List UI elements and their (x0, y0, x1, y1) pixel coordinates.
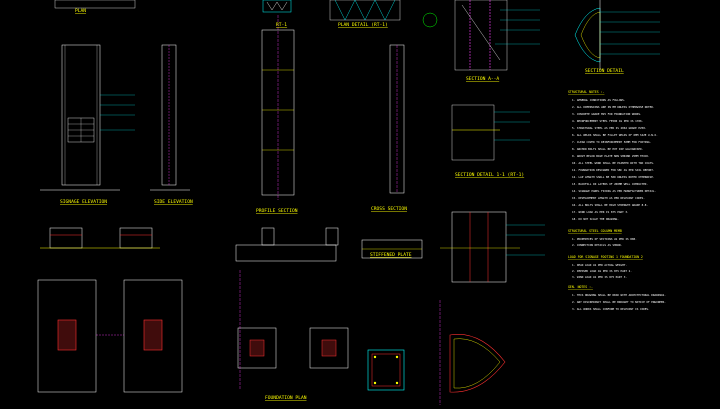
note-item: 6. ALL WELDS SHALL BE FILLET WELDS OF 6M… (572, 133, 658, 137)
side-elevation-title: SIDE ELEVATION (154, 199, 193, 205)
note-item: 4. REINFORCEMENT STEEL FE500 AS PER IS 1… (572, 119, 643, 123)
plan-top-view: PLAN (54, 0, 136, 14)
note-item: 17. WIND LOAD AS PER IS 875 PART 3. (572, 210, 629, 214)
note-item: 7. CLEAR COVER TO REINFORCEMENT 50MM FOR… (572, 140, 651, 144)
note-item: 8. ANCHOR BOLTS SHALL BE HOT DIP GALVANI… (572, 147, 643, 151)
section-aa-title: SECTION A--A (466, 76, 499, 82)
plan-detail-rt1: PLAN DETAIL (RT-1) (262, 0, 438, 28)
note-item: 1. THIS DRAWING SHALL BE READ WITH ARCHI… (572, 293, 666, 297)
section-aa-detail: SECTION A--A (454, 0, 540, 82)
rt1-label: RT-1 (276, 22, 287, 28)
foundation-plan: FOUNDATION PLAN (37, 270, 349, 401)
plan-detail-title: PLAN DETAIL (RT-1) (338, 22, 388, 28)
note-item: 15. DEVELOPMENT LENGTH AS PER RELEVANT C… (572, 196, 645, 200)
section-detail-1-1-title: SECTION DETAIL 1-1 (RT-1) (455, 172, 524, 178)
note-item: 10. ALL STEEL WORK SHALL BE PAINTED WITH… (572, 161, 655, 165)
structural-notes-heading: STRUCTURAL NOTES :- (568, 90, 605, 94)
profile-section: RT-1 PROFILE SECTION (256, 15, 298, 214)
section-detail-dome: SECTION DETAIL (574, 0, 660, 74)
load-notes-heading: LOAD FOR SIGNAGE FOOTING 1 FOUNDATION 2 (568, 255, 643, 259)
note-item: 14. SIGNAGE PANEL FIXING AS PER MANUFACT… (572, 189, 656, 193)
note-item: 12. LAP LENGTH SHALL BE 50D UNLESS NOTED… (572, 175, 655, 179)
steel-notes-heading: STRUCTURAL STEEL COLUMN MEMB (568, 229, 622, 233)
profile-section-title: PROFILE SECTION (256, 208, 298, 214)
side-elevation: SIDE ELEVATION (150, 44, 193, 205)
load-notes-list: 1. DEAD LOAD AS PER ACTUAL WEIGHT. 2. IMP… (572, 263, 632, 279)
dome-bottom-detail (439, 300, 506, 405)
stiffened-plate: STIFFENED PLATE (361, 239, 423, 259)
note-item: 2. ANY DISCREPANCY SHALL BE BROUGHT TO N… (572, 300, 666, 304)
note-item: 5. STRUCTURAL STEEL AS PER IS 2062 GRADE… (572, 126, 646, 130)
steel-notes-list: 1. PROPERTIES OF SECTIONS AS PER IS 808.… (572, 237, 637, 247)
note-item: 2. ALL DIMENSIONS ARE IN MM UNLESS OTHER… (572, 105, 655, 109)
note-item: 3. ALL WORKS SHALL CONFORM TO RELEVANT I… (572, 307, 650, 311)
note-item: 3. CONCRETE GRADE M25 FOR FOUNDATION WOR… (572, 112, 642, 116)
notes-panel: STRUCTURAL NOTES :- 1. GENERAL CONDITION… (568, 90, 666, 311)
note-item: 11. FOUNDATION DESIGNED FOR SBC AS PER S… (572, 168, 655, 172)
gen-notes-heading: GEN. NOTES :- (568, 285, 593, 289)
structural-notes-list: 1. GENERAL CONDITIONS AS FOLLOWS. 2. ALL … (572, 98, 658, 221)
section-detail-1-1: SECTION DETAIL 1-1 (RT-1) (451, 104, 530, 178)
signage-elevation-title: SIGNAGE ELEVATION (60, 199, 107, 205)
note-item: 1. GENERAL CONDITIONS AS FOLLOWS. (572, 98, 625, 102)
section-detail-title: SECTION DETAIL (585, 68, 624, 74)
foundation-plan-title: FOUNDATION PLAN (265, 395, 307, 401)
note-item: 2. IMPOSED LOAD AS PER IS 875 PART 2. (572, 269, 632, 273)
cross-section: CROSS SECTION (371, 44, 407, 212)
note-item: 3. WIND LOAD AS PER IS 875 PART 3. (572, 275, 627, 279)
signage-elevation: SIGNAGE ELEVATION (40, 44, 135, 205)
plan-title: PLAN (75, 8, 86, 14)
footing-sections-left (40, 227, 339, 262)
note-item: 1. PROPERTIES OF SECTIONS AS PER IS 808. (572, 237, 637, 241)
note-item: 13. BACKFILL IN LAYERS OF 200MM WELL COM… (572, 182, 648, 186)
note-item: 2. CONNECTION DETAILS AS SHOWN. (572, 243, 622, 247)
note-item: 16. ALL BOLTS SHALL BE HIGH STRENGTH GRA… (572, 203, 648, 207)
base-plate-detail (440, 211, 545, 283)
note-item: 9. GROUT BELOW BASE PLATE NON SHRINK 25M… (572, 154, 650, 158)
cross-section-title: CROSS SECTION (371, 206, 407, 212)
note-item: 1. DEAD LOAD AS PER ACTUAL WEIGHT. (572, 263, 627, 267)
gen-notes-list: 1. THIS DRAWING SHALL BE READ WITH ARCHI… (572, 293, 666, 311)
stiffened-plate-title: STIFFENED PLATE (370, 252, 412, 258)
note-item: 18. DO NOT SCALE THE DRAWING. (572, 217, 619, 221)
column-section-detail (367, 349, 405, 391)
